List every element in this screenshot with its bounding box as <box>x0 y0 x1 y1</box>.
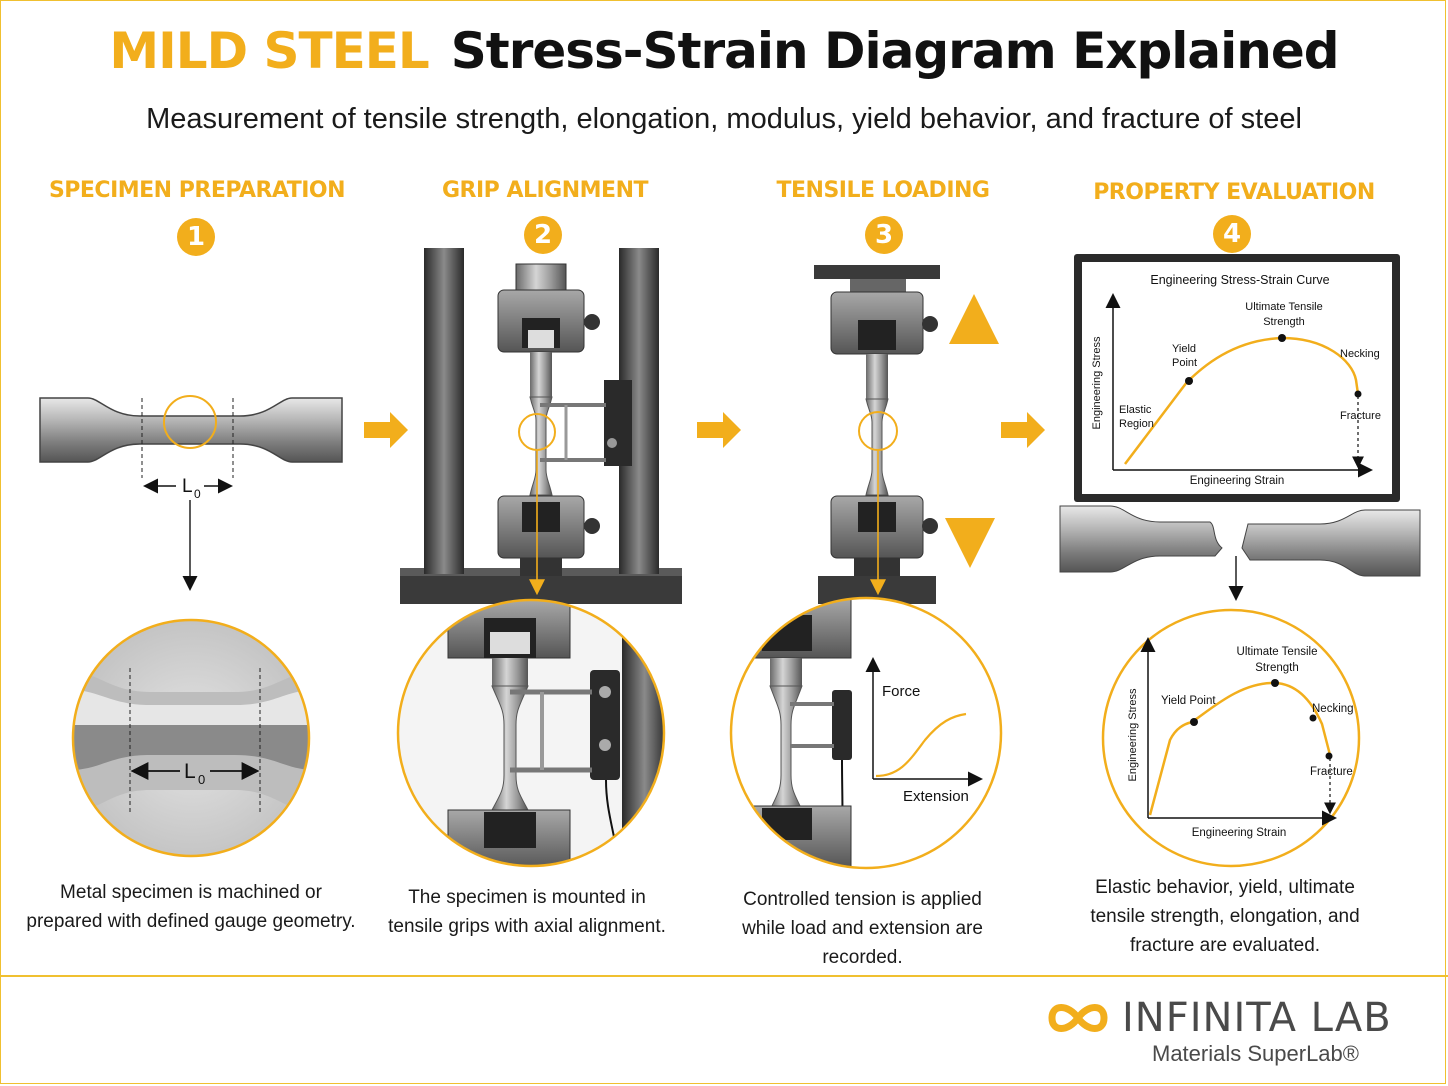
monitor-chart-title: Engineering Stress-Strain Curve <box>1150 273 1329 287</box>
step-3-number: 3 <box>865 216 903 254</box>
monitor-xlabel: Engineering Strain <box>1190 475 1285 487</box>
force-axis-label: Force <box>882 683 920 700</box>
brand-tagline: Materials SuperLab® <box>1152 1041 1359 1066</box>
extension-axis-label: Extension <box>903 788 969 805</box>
step-3-caption: Controlled tension is applied while load… <box>742 889 983 968</box>
loading-zoom-view <box>731 598 1001 868</box>
svg-text:Fracture: Fracture <box>1310 766 1353 778</box>
gauge-highlight-circle <box>163 395 217 449</box>
step-1-number: 1 <box>177 218 215 256</box>
svg-text:Yield: Yield <box>1172 343 1196 355</box>
stress-strain-zoom-view <box>1101 608 1361 868</box>
svg-text:Strength: Strength <box>1263 316 1305 328</box>
dogbone-specimen <box>39 397 343 463</box>
test-frame <box>400 248 682 604</box>
process-arrow-2 <box>697 412 741 448</box>
force-extension-plot: Force Extension <box>865 657 983 805</box>
step-4-number: 4 <box>1213 215 1251 253</box>
zoom-xlabel: Engineering Strain <box>1192 827 1287 839</box>
monitor-ylabel: Engineering Stress <box>1091 336 1103 429</box>
svg-text:Strength: Strength <box>1255 662 1298 674</box>
svg-text:0: 0 <box>194 487 201 501</box>
step-3-label: TENSILE LOADING <box>776 178 990 203</box>
step-1-label: SPECIMEN PREPARATION <box>48 178 346 203</box>
step-1-caption: Metal specimen is machined or prepared w… <box>26 882 356 932</box>
brand-name: INFINITA LAB <box>1122 995 1392 1041</box>
svg-text:Ultimate Tensile: Ultimate Tensile <box>1245 301 1322 313</box>
fractured-specimen <box>1059 505 1421 577</box>
force-curve <box>875 712 967 778</box>
monitor <box>1074 254 1400 502</box>
zoom-ylabel: Engineering Stress <box>1127 688 1139 781</box>
loading-machine <box>814 265 940 604</box>
svg-text:Fracture: Fracture <box>1340 410 1381 422</box>
zoom-stress-strain-chart: Engineering Stress Engineering Strain Yi… <box>1127 637 1354 839</box>
svg-text:0: 0 <box>198 772 205 787</box>
step-4-label: PROPERTY EVALUATION <box>1093 180 1375 205</box>
process-arrow-3 <box>1001 412 1045 448</box>
step-4-caption: Elastic behavior, yield, ultimate tensil… <box>1090 877 1360 956</box>
svg-text:Point: Point <box>1172 357 1197 369</box>
footer-divider <box>0 975 1448 977</box>
title-main: Stress-Strain Diagram Explained <box>450 22 1340 80</box>
gauge-zoom-view: L 0 <box>73 620 309 856</box>
title-accent: MILD STEEL <box>109 22 429 80</box>
page-subtitle: Measurement of tensile strength, elongat… <box>146 103 1302 135</box>
monitor-stress-strain-chart: Engineering Stress-Strain Curve Engineer… <box>1091 273 1381 487</box>
svg-text:Elastic: Elastic <box>1119 404 1152 416</box>
step-2-number: 2 <box>524 216 562 254</box>
zoom-curve <box>1148 681 1332 816</box>
svg-text:Region: Region <box>1119 418 1154 430</box>
page-title: MILD STEEL Stress-Strain Diagram Explaine… <box>0 22 1448 80</box>
step-2-label: GRIP ALIGNMENT <box>441 178 649 203</box>
svg-text:Yield Point: Yield Point <box>1161 695 1216 707</box>
svg-text:Necking: Necking <box>1312 703 1354 715</box>
gauge-length-label: L <box>182 476 193 497</box>
infinity-logo-icon <box>1048 1004 1108 1032</box>
step-2-caption: The specimen is mounted in tensile grips… <box>388 887 666 937</box>
svg-text:Ultimate Tensile: Ultimate Tensile <box>1237 646 1318 658</box>
process-arrow-1 <box>364 412 408 448</box>
zoom-gauge-length-label: L <box>184 760 196 783</box>
svg-text:Necking: Necking <box>1340 348 1380 360</box>
